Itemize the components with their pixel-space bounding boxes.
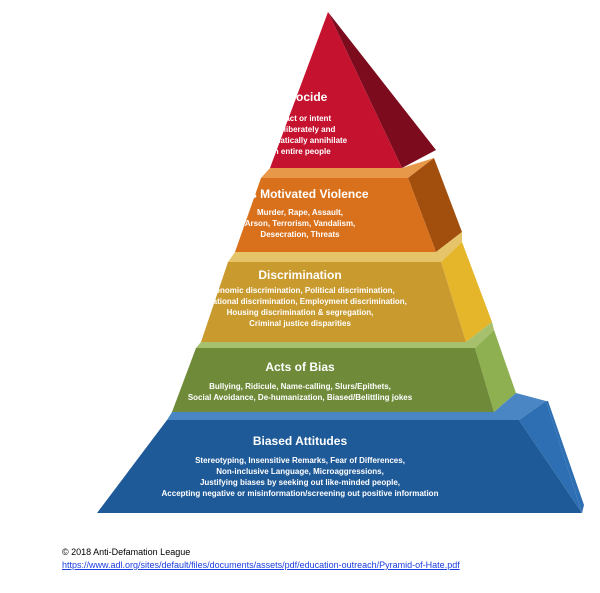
tier-description-line: Accepting negative or misinformation/scr… [161, 489, 439, 498]
tier-acts-of-bias-side-face [475, 330, 516, 412]
tier-title: Acts of Bias [265, 360, 335, 374]
tier-description-line: Educational discrimination, Employment d… [193, 297, 407, 306]
tier-description-line: Stereotyping, Insensitive Remarks, Fear … [195, 456, 405, 465]
tier-bias-motivated-violence-front-face [235, 178, 436, 252]
copyright-text: © 2018 Anti-Defamation League [62, 547, 191, 557]
tier-discrimination-front-face [201, 262, 466, 342]
source-footer: © 2018 Anti-Defamation League https://ww… [62, 546, 460, 572]
tier-discrimination-side-face [441, 242, 492, 342]
tier-description-line: The act or intent [268, 114, 332, 123]
tier-biased-attitudes-front-face [97, 420, 582, 513]
tier-description-line: an entire people [269, 147, 331, 156]
tier-description-line: Non-inclusive Language, Microaggressions… [216, 467, 384, 476]
tier-acts-of-bias-text: Acts of Bias Bullying, Ridicule, Name-ca… [0, 360, 600, 403]
tier-biased-attitudes-side-edge [546, 401, 584, 513]
tier-description-line: Murder, Rape, Assault, [257, 208, 343, 217]
tier-biased-attitudes-text: Biased Attitudes Stereotyping, Insensiti… [0, 434, 600, 499]
tier-description-line: Criminal justice disparities [249, 319, 351, 328]
tier-description-line: to deliberately and [264, 125, 336, 134]
tier-description-line: Social Avoidance, De-humanization, Biase… [187, 393, 413, 402]
tier-description-line: Bullying, Ridicule, Name-calling, Slurs/… [209, 382, 391, 391]
tier-acts-of-bias-front-face [172, 348, 494, 412]
tier-genocide-text: Genocide The act or intent to deliberate… [0, 90, 600, 157]
tier-bias-motivated-violence-side-face [408, 158, 462, 252]
tier-genocide-side-face [328, 12, 436, 168]
tier-genocide-front-face [270, 12, 402, 168]
tier-description-line: Housing discrimination & segregation, [226, 308, 374, 317]
tier-discrimination-text: Discrimination Economic discrimination, … [0, 268, 600, 329]
tier-biased-attitudes-side-face [519, 401, 582, 513]
tier-title: Discrimination [258, 268, 342, 282]
tier-title: Bias Motivated Violence [231, 187, 369, 201]
tier-discrimination-top-face [228, 232, 462, 262]
tier-bias-motivated-violence-top-face [261, 158, 434, 178]
tier-biased-attitudes-top-face [167, 393, 546, 420]
tier-bias-motivated-violence-text: Bias Motivated Violence Murder, Rape, As… [0, 187, 600, 240]
tier-description-line: Economic discrimination, Political discr… [205, 286, 395, 295]
tier-title: Genocide [272, 90, 328, 104]
tier-title: Biased Attitudes [252, 434, 348, 448]
tier-description-line: Desecration, Threats [260, 230, 340, 239]
tier-description-line: systematically annihilate [252, 136, 348, 145]
tier-description-line: Arson, Terrorism, Vandalism, [244, 219, 356, 228]
tier-acts-of-bias-top-face [196, 322, 494, 348]
source-link[interactable]: https://www.adl.org/sites/default/files/… [62, 560, 460, 570]
tier-description-line: Justifying biases by seeking out like-mi… [199, 478, 401, 487]
